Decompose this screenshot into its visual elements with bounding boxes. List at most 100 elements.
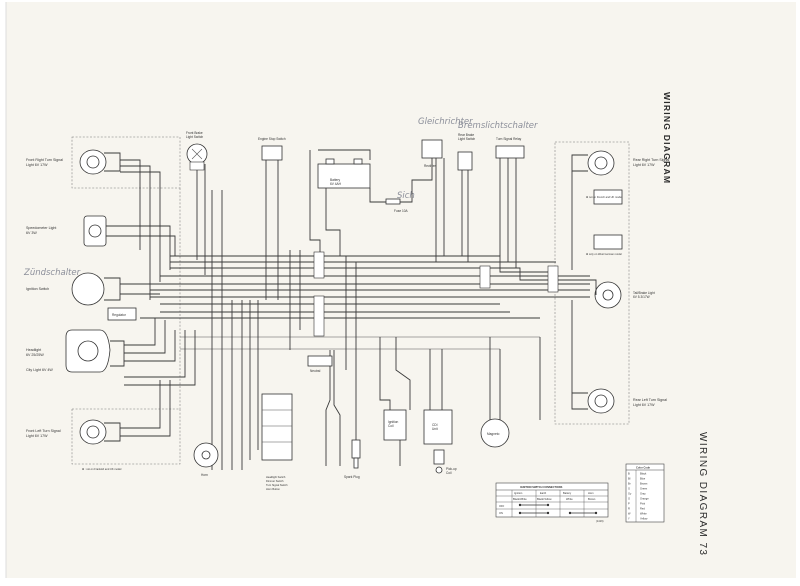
color-code-name: Pink bbox=[640, 502, 646, 506]
front-right-turn-light bbox=[79, 149, 121, 175]
ignition-table-header-3: Battery bbox=[563, 491, 572, 495]
cdi-unit-label: CDI bbox=[432, 423, 438, 427]
ignition-switch-table bbox=[495, 482, 609, 518]
color-code-symbol: Bl bbox=[628, 477, 631, 481]
color-code-symbol: Gy bbox=[628, 492, 632, 496]
note-french-uk: ✱ not on French and UK model bbox=[586, 195, 622, 199]
magneto-label: Magneto bbox=[487, 432, 500, 436]
pickup-coil bbox=[433, 449, 445, 474]
headlight bbox=[65, 329, 125, 373]
battery bbox=[317, 158, 371, 189]
color-code-symbol: P bbox=[628, 502, 630, 506]
front-right-turn-spec: Light 6V 17W bbox=[26, 163, 48, 167]
color-code-symbol: Br bbox=[628, 482, 631, 486]
note-west-german: ✱ only on West German model bbox=[586, 252, 622, 256]
front-right-turn-label: Front Right Turn Signal bbox=[26, 158, 63, 162]
horn-label: Horn bbox=[201, 473, 208, 477]
regulator-label: Regulator bbox=[112, 313, 127, 317]
color-code-name: Orange bbox=[640, 497, 649, 501]
rear-right-turn-spec: Light 6V 17W bbox=[633, 163, 655, 167]
rectifier-label: Rectifier bbox=[424, 164, 437, 168]
battery-label: Battery bbox=[330, 178, 341, 182]
front-left-turn-light bbox=[79, 419, 121, 445]
speedometer-light bbox=[83, 215, 107, 247]
rear-brake-switch bbox=[457, 151, 473, 171]
color-code-name: Black bbox=[640, 472, 647, 476]
ignition-table-header-2: Earth bbox=[540, 491, 547, 495]
engine-stop-switch bbox=[261, 145, 283, 161]
horn bbox=[193, 442, 219, 468]
ignition-switch-handwritten: Zündschalter bbox=[23, 268, 81, 278]
rear-left-turn-label: Rear Left Turn Signal bbox=[633, 398, 667, 402]
fuse-handwritten: Sich bbox=[397, 191, 415, 201]
cdi-unit bbox=[423, 409, 453, 445]
rear-brake-handwritten: Bremslichtschalter bbox=[458, 121, 538, 131]
color-code-name: Brown bbox=[640, 482, 648, 486]
color-code-symbol: W bbox=[628, 512, 631, 516]
rear-lights-box bbox=[554, 141, 630, 425]
ignition-table-sub-2: Black/Yellow bbox=[537, 497, 552, 501]
front-left-turn-box bbox=[71, 408, 181, 465]
front-brake-switch-label: Front Brake bbox=[186, 131, 203, 135]
color-code-symbol: O bbox=[628, 497, 630, 501]
rear-right-turn-light bbox=[571, 150, 615, 176]
ignition-coil-label: Ignition bbox=[388, 420, 399, 424]
ignition-switch-label: Ignition Switch bbox=[26, 287, 49, 291]
page-footer-title: WIRING DIAGRAM 73 bbox=[697, 432, 708, 556]
color-code-name: Blue bbox=[640, 477, 646, 481]
cdi-unit-sub: Unit bbox=[432, 427, 438, 431]
color-code-table bbox=[625, 463, 665, 523]
color-code-name: Green bbox=[640, 487, 648, 491]
tail-brake-light-label: Tail/Brake Light bbox=[633, 291, 655, 295]
speedometer-light-label: Speedometer Light bbox=[26, 226, 56, 230]
front-left-turn-label: Front Left Turn Signal bbox=[26, 429, 61, 433]
tail-brake-light bbox=[594, 281, 622, 309]
front-left-turn-spec: Light 6V 17W bbox=[26, 434, 48, 438]
connector-block-right bbox=[479, 265, 559, 293]
handlebar-switch-label-2: Dimmer Switch bbox=[266, 479, 284, 483]
color-code-title: Color Code bbox=[636, 466, 651, 470]
ignition-table-header-4: Horn bbox=[588, 491, 594, 495]
rear-right-turn-label: Rear Right Turn Signal bbox=[633, 158, 670, 162]
reflector-box-lower bbox=[593, 234, 623, 250]
tail-brake-light-spec: 6V 5.3/17W bbox=[633, 295, 650, 299]
ignition-table-note: (1416) bbox=[596, 519, 604, 523]
reflector-box-upper bbox=[593, 189, 623, 205]
ignition-switch bbox=[71, 272, 121, 306]
rear-brake-switch-sub: Light Switch bbox=[458, 137, 475, 141]
headlight-label: Headlight bbox=[26, 348, 41, 352]
front-turn-note: ✱ : not on Frankish and UK model bbox=[82, 467, 122, 471]
ignition-table-row-on: ON bbox=[499, 511, 503, 515]
connector-block-left bbox=[313, 251, 325, 337]
ignition-table-sub-4: Brown bbox=[588, 497, 596, 501]
magneto bbox=[480, 418, 510, 448]
handlebar-switch-assembly bbox=[261, 393, 293, 461]
front-brake-switch-sub: Light Switch bbox=[186, 135, 203, 139]
headlight-spec: 6V 25/25W bbox=[26, 353, 44, 357]
rear-left-turn-light bbox=[571, 388, 615, 414]
pickup-coil-label: Pick-up bbox=[446, 467, 457, 471]
rectifier-handwritten: Gleichrichter bbox=[418, 117, 473, 127]
pickup-coil-sub: Coil bbox=[446, 471, 452, 475]
handlebar-switch-label-4: Horn Button bbox=[266, 487, 280, 491]
spark-plug-label: Spark Plug bbox=[344, 475, 360, 479]
color-code-symbol: R bbox=[628, 507, 630, 511]
neutral-label: Neutral bbox=[310, 369, 321, 373]
front-right-turn-box bbox=[71, 136, 181, 189]
engine-stop-switch-label: Engine Stop Switch bbox=[258, 137, 286, 141]
ignition-coil bbox=[383, 409, 407, 441]
handlebar-switch-label-1: Headlight Switch bbox=[266, 475, 286, 479]
ignition-table-sub-3: White bbox=[566, 497, 573, 501]
wiring-harness bbox=[106, 149, 597, 470]
ignition-table-row-off: OFF bbox=[499, 504, 505, 508]
neutral-switch bbox=[307, 355, 333, 367]
turn-signal-relay bbox=[495, 145, 525, 159]
rear-brake-switch-label: Rear Brake bbox=[458, 133, 474, 137]
color-code-name: Red bbox=[640, 507, 645, 511]
ignition-table-header-1: Ignition bbox=[514, 491, 523, 495]
connector-front-brake bbox=[189, 161, 205, 171]
color-code-name: Gray bbox=[640, 492, 646, 496]
fuse bbox=[385, 198, 401, 205]
